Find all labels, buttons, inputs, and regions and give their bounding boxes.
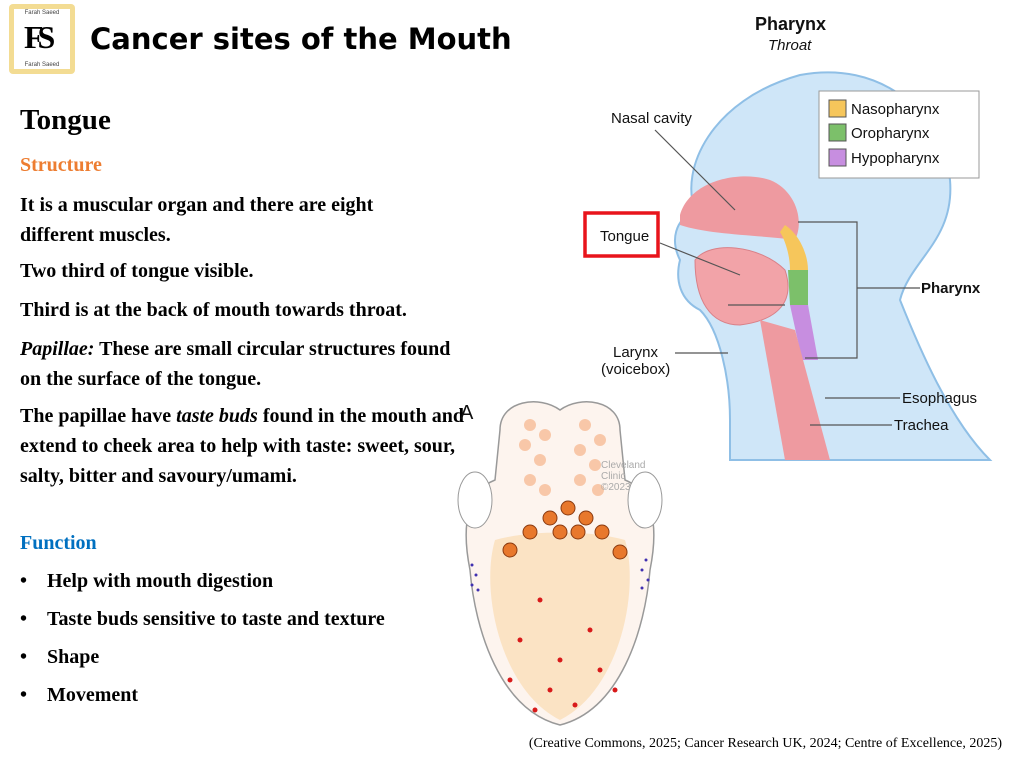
function-heading: Function [20, 532, 97, 554]
slide-title: Cancer sites of the Mouth [90, 22, 512, 56]
foliate-papillae [470, 558, 650, 592]
structure-p3: Third is at the back of mouth towards th… [20, 299, 407, 321]
tongue-highlight-box [583, 211, 660, 258]
logo-initials: FS [24, 19, 55, 55]
p5-text-a: The papillae have [20, 405, 177, 427]
label-nasal-cavity: Nasal cavity [611, 110, 692, 127]
nasal-cavity-shape [680, 176, 799, 240]
p5-text-b: found in the mouth and extend to cheek a… [20, 405, 465, 487]
label-voicebox: (voicebox) [601, 361, 671, 378]
citation: (Creative Commons, 2025; Cancer Research… [528, 736, 1002, 751]
legend-swatch-oropharynx [828, 123, 847, 142]
tongue-diagram-label: A [460, 402, 474, 424]
legend-label-oropharynx: Oropharynx [851, 125, 930, 142]
lingual-tonsil-dots [519, 419, 606, 496]
bullet-text: Help with mouth digestion [47, 570, 274, 592]
function-bullet: •Taste buds sensitive to taste and textu… [20, 608, 385, 630]
pharynx-subtitle: Throat [768, 37, 812, 54]
fungiform-papillae [507, 597, 618, 713]
structure-p1: It is a muscular organ and there are eig… [20, 194, 374, 246]
right-tonsil [627, 471, 663, 529]
function-bullet: •Shape [20, 646, 100, 668]
legend-swatch-nasopharynx [828, 99, 847, 118]
logo-name-bottom: Farah Saeed [24, 62, 60, 68]
watermark-2: Clinic [601, 471, 626, 482]
papillae-term: Papillae: [20, 338, 95, 360]
structure-p2: Two third of tongue visible. [20, 260, 254, 282]
structure-heading: Structure [20, 154, 102, 176]
legend-label-hypopharynx: Hypopharynx [851, 150, 940, 167]
label-larynx: Larynx [613, 344, 659, 361]
label-pharynx: Pharynx [921, 280, 981, 297]
logo-name-top: Farah Saeed [24, 10, 60, 16]
watermark-3: ©2023 [601, 482, 631, 493]
p4-text: These are small circular structures foun… [20, 338, 451, 390]
label-tongue: Tongue [600, 228, 650, 245]
hypopharynx-region [790, 305, 818, 360]
function-bullet: •Movement [20, 684, 139, 706]
taste-bud-area [490, 532, 630, 720]
structure-p5: The papillae have taste buds found in th… [20, 401, 465, 491]
section-title: Tongue [20, 104, 111, 136]
oropharynx-region [788, 270, 808, 305]
bullet-text: Taste buds sensitive to taste and textur… [47, 608, 385, 630]
legend-swatch-hypopharynx [828, 148, 847, 167]
legend-label-nasopharynx: Nasopharynx [851, 101, 940, 118]
logo: Farah Saeed FS Farah Saeed [9, 4, 75, 74]
function-bullet: •Help with mouth digestion [20, 570, 274, 592]
left-tonsil [457, 471, 493, 529]
label-esophagus: Esophagus [902, 390, 978, 407]
watermark-1: Cleveland [601, 460, 646, 471]
tongue-shape [694, 247, 789, 326]
nasopharynx-region [780, 225, 808, 270]
label-trachea: Trachea [894, 417, 949, 434]
bullet-text: Shape [47, 646, 100, 668]
structure-p4: Papillae: These are small circular struc… [20, 334, 465, 394]
pharynx-diagram [583, 71, 993, 461]
tongue-diagram [457, 401, 663, 726]
circumvallate-papillae [502, 500, 628, 560]
taste-buds-term: taste buds [176, 405, 258, 427]
pharynx-title: Pharynx [755, 14, 827, 34]
bullet-text: Movement [47, 684, 139, 706]
